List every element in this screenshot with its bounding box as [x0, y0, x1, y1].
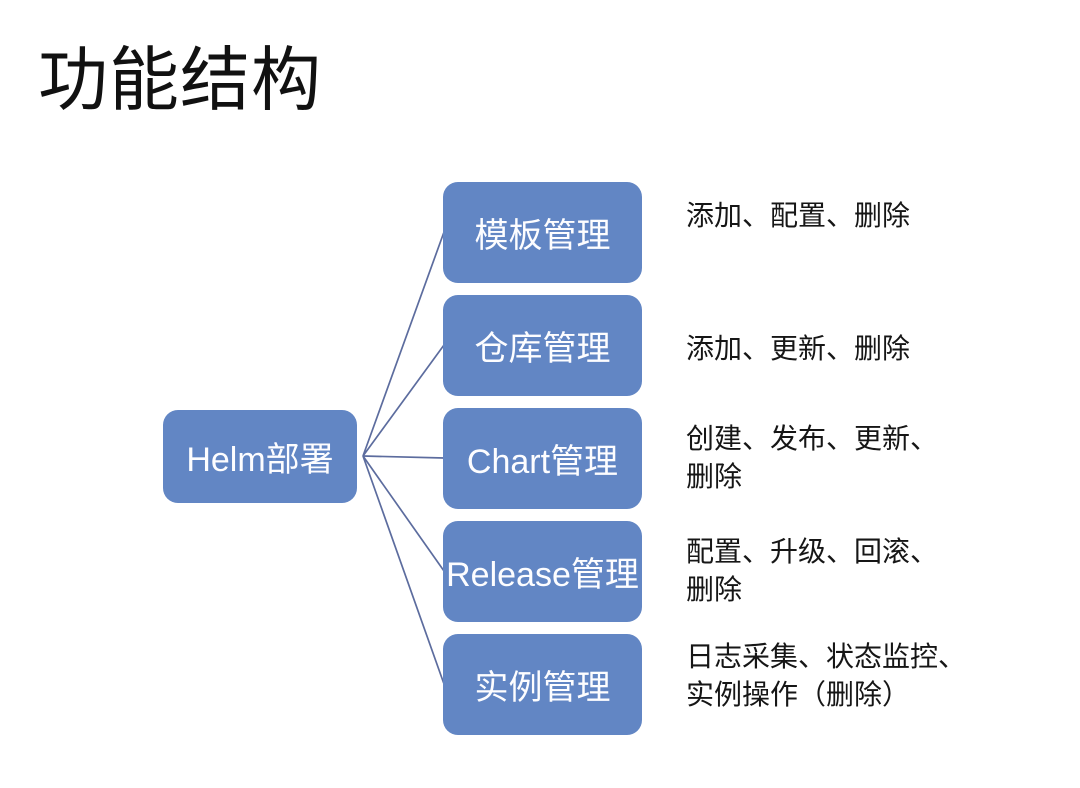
- connector-line-repository-management: [362, 344, 445, 457]
- node-release-management: Release管理: [443, 521, 642, 622]
- node-instance-management-label: 实例管理: [474, 669, 611, 707]
- node-release-management-label: Release管理: [446, 556, 639, 594]
- connector-line-release-management: [362, 455, 445, 572]
- description-chart-management: 创建、发布、更新、 删除: [686, 423, 939, 492]
- node-template-management-label: 模板管理: [474, 217, 611, 255]
- node-instance-management: 实例管理: [443, 634, 642, 735]
- connector-line-chart-management: [362, 455, 445, 459]
- node-repository-management-label: 仓库管理: [474, 330, 611, 368]
- node-chart-management-label: Chart管理: [466, 443, 619, 481]
- node-helm-deployment: Helm部署: [163, 410, 357, 503]
- node-helm-deployment-label: Helm部署: [186, 441, 334, 479]
- description-release-management: 配置、升级、回滚、 删除: [686, 536, 939, 605]
- description-template-management: 添加、配置、删除: [686, 200, 911, 231]
- node-template-management: 模板管理: [443, 182, 642, 283]
- page-title: 功能结构: [38, 41, 322, 119]
- description-repository-management: 添加、更新、删除: [686, 333, 911, 364]
- connector-line-instance-management: [362, 455, 445, 685]
- node-repository-management: 仓库管理: [443, 295, 642, 396]
- connector-line-template-management: [362, 231, 445, 457]
- description-instance-management: 日志采集、状态监控、 实例操作（删除）: [686, 641, 967, 710]
- node-chart-management: Chart管理: [443, 408, 642, 509]
